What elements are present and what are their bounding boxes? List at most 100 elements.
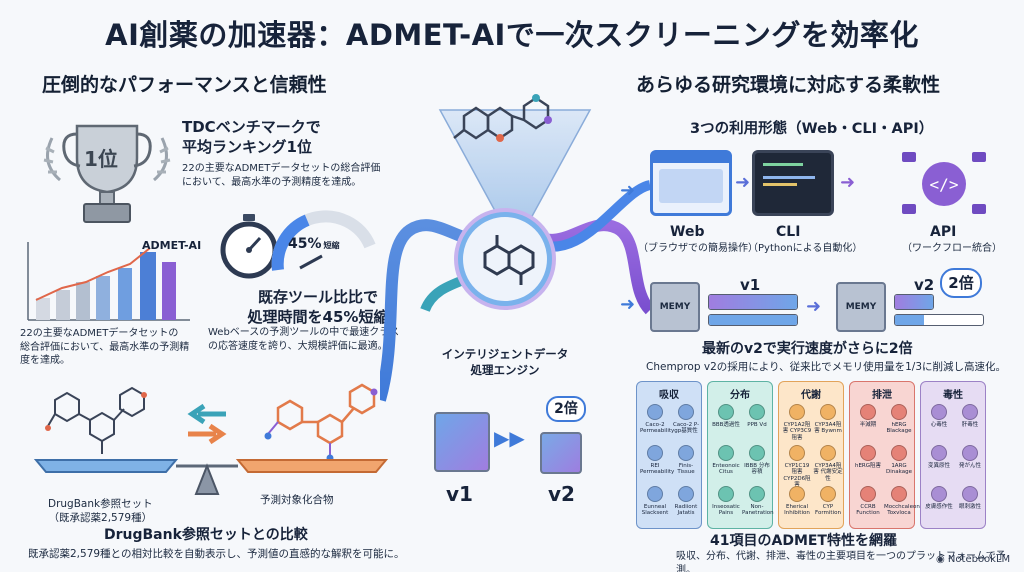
admet-property-label: CYP1A2阻害 CYP3C9阻害: [782, 422, 812, 441]
admet-property-item: Non-Panetration: [742, 486, 774, 517]
admet-property-label: Caco-2 Permeability: [640, 422, 675, 435]
admet-property-icon: [931, 486, 947, 502]
right-heading: あらゆる研究環境に対応する柔軟性: [636, 74, 941, 96]
compare-title: DrugBank参照セットとの比較: [104, 527, 308, 543]
admet-property-label: CYP1C19阻害 CYP2D6阻害: [783, 463, 811, 488]
admet-property-icon: [860, 486, 876, 502]
admet-property-icon: [718, 404, 734, 420]
admet-property-label: PPB Vd: [747, 422, 767, 428]
mode-web-sub: （ブラウザでの簡易操作）: [638, 243, 758, 254]
admet-property-icon: [718, 445, 734, 461]
admet-property-item: CYP3A4阻害 Bywnm: [813, 404, 843, 435]
admet-category-name: 排泄: [872, 390, 892, 401]
admet-property-icon: [789, 445, 805, 461]
admet-property-item: Radiiont Jatatis: [671, 486, 701, 517]
admet-property-label: CCRB Function: [856, 504, 880, 517]
watermark-text: NotebookLM: [947, 554, 1011, 565]
engine-core: [458, 212, 552, 306]
admet-property-item: CYP Formition: [813, 486, 843, 517]
processor-v1-icon: [434, 412, 490, 472]
admet-property-icon: [891, 445, 907, 461]
admet-property-icon: [749, 404, 765, 420]
processor-v2-icon: [540, 432, 582, 474]
admet-category-name: 吸収: [659, 390, 679, 401]
admet-property-label: 1ARG Dinakage: [886, 463, 912, 476]
admet-property-label: CYP3A4阻害 代謝安定性: [813, 463, 843, 482]
admet-property-label: 半減期: [859, 422, 877, 428]
arrow-icon: ➜: [620, 180, 636, 201]
admet-category-card: 毒性心毒性肝毒性変異原性発がん性皮膚感作性眼刺激性: [920, 381, 986, 529]
admet-property-label: 変異原性: [927, 463, 950, 469]
speed-percent: 45%: [288, 236, 322, 252]
admet-property-icon: [931, 404, 947, 420]
v2-speed-bar: [894, 294, 934, 310]
trophy-icon: [43, 124, 171, 223]
right-v2-label: v2: [914, 276, 935, 294]
admet-property-icon: [678, 445, 694, 461]
admet-property-label: 眼刺激性: [958, 504, 981, 510]
admet-property-icon: [749, 445, 765, 461]
mode-cli-sub: （Pythonによる自動化）: [748, 243, 863, 254]
admet-property-icon: [891, 486, 907, 502]
v2-title: 最新のv2で実行速度がさらに2倍: [702, 341, 913, 357]
admet-property-label: 発がん性: [958, 463, 981, 469]
chart-description: 22の主要なADMETデータセットの 総合評価において、最高水準の予測精 度を達…: [20, 328, 190, 366]
admet-property-icon: [789, 486, 805, 502]
ranking-bar-icon: [27, 242, 190, 321]
admet-category-name: 代謝: [801, 390, 821, 401]
v2-memory-bar: [894, 314, 984, 326]
admet-property-item: Caco-2 Permeability: [640, 404, 675, 435]
admet-property-item: 肝毒性: [955, 404, 985, 428]
trophy-label: 1位: [84, 147, 118, 171]
admet-property-item: BBB透過性: [711, 404, 741, 428]
page-title: AI創薬の加速器：ADMET-AIで一次スクリーニングを効率化: [105, 18, 919, 52]
admet-property-icon: [860, 404, 876, 420]
admet-property-icon: [749, 486, 765, 502]
admet-property-item: REI Permeability: [640, 445, 675, 476]
admet-property-item: Inseosatic Pains: [711, 486, 741, 517]
engine-molecule-icon: [483, 235, 535, 285]
admet-property-item: Caco-2 P-gp基質性: [671, 404, 701, 435]
reference-molecule-icon: [45, 386, 147, 454]
target-molecule-icon: [264, 383, 378, 462]
admet-property-label: Non-Panetration: [742, 504, 774, 517]
watermark: ◉ NotebookLM: [936, 554, 1010, 565]
speed-unit: 短縮: [323, 241, 340, 250]
admet-property-item: Eherical Inhibition: [782, 486, 812, 517]
api-gear-icon: </>: [902, 152, 986, 214]
v1-speed-bar: [708, 294, 798, 310]
play-arrow-icon: ▶▶: [494, 426, 525, 450]
admet-property-icon: [647, 445, 663, 461]
drugbank-left-label: DrugBank参照セット （既承認薬2,579種）: [48, 498, 153, 525]
admet-property-item: 心毒性: [924, 404, 954, 428]
mode-cli-name: CLI: [776, 224, 801, 240]
admet-property-label: Eherical Inhibition: [784, 504, 810, 517]
balance-scale-icon: [33, 459, 389, 495]
notebooklm-logo-icon: ◉: [936, 554, 945, 565]
gauge-icon: [271, 210, 376, 271]
admet-property-icon: [891, 404, 907, 420]
arrow-web-cli-icon: ➜: [735, 172, 751, 193]
molecule-icon: [453, 94, 552, 142]
tdc-title: TDCベンチマークで 平均ランキング1位: [182, 118, 321, 156]
admet-category-name: 毒性: [943, 390, 963, 401]
admet-property-label: CYP3A4阻害 Bywnm: [814, 422, 842, 435]
admet-property-icon: [931, 445, 947, 461]
admet-property-icon: [820, 445, 836, 461]
browser-icon: [650, 150, 732, 216]
admet-property-icon: [678, 404, 694, 420]
chart-label: ADMET-AI: [142, 239, 202, 252]
chip-v2: MEMY: [836, 282, 886, 332]
terminal-icon: [752, 150, 834, 216]
right-speed-badge: 2倍: [940, 268, 982, 298]
usage-title: 3つの利用形態（Web・CLI・API）: [690, 121, 934, 137]
admet-property-item: 1ARG Dinakage: [884, 445, 914, 476]
admet-property-label: Enteonoic Citus: [712, 463, 740, 476]
admet-property-icon: [718, 486, 734, 502]
stopwatch-icon: [220, 214, 278, 279]
drugbank-right-label: 予測対象化合物: [260, 494, 334, 506]
mode-web-name: Web: [670, 224, 705, 240]
admet-property-label: REI Permeability: [640, 463, 675, 476]
